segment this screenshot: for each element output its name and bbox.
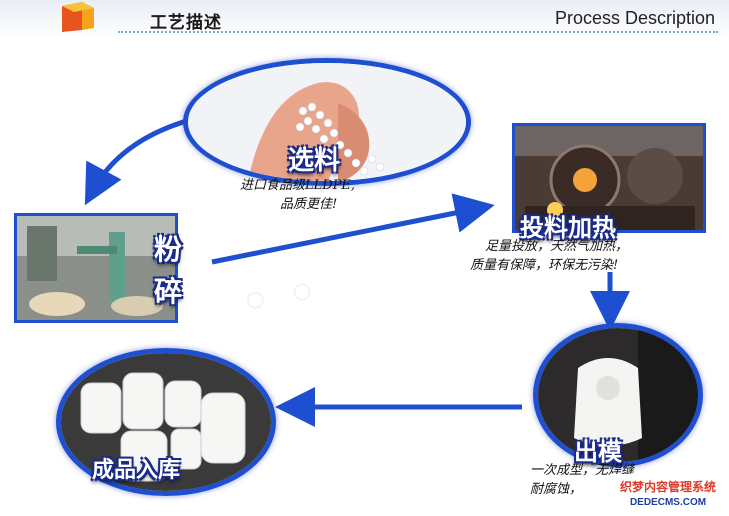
step-crush-title-1: 粉 [154, 233, 183, 266]
step-demold-title: 出模 [574, 438, 622, 466]
step-demold-photo [533, 323, 703, 467]
header-subtitle: Process Description [554, 8, 715, 28]
header-divider [118, 31, 718, 33]
plastic-pellets-hand-image [188, 63, 466, 181]
step-crush-photo [14, 213, 178, 323]
step-heat-desc-1: 足量投放，天然气加热， [485, 239, 629, 254]
watermark-line-2: DEDECMS.COM [629, 497, 707, 508]
watermark-stamp: 织梦内容管理系统 DEDECMS.COM [614, 474, 722, 512]
watermark-line-1: 织梦内容管理系统 [619, 480, 716, 494]
step-select-material-desc-1: 进口食品级LLDPE, [240, 178, 356, 193]
step-select-material-desc-2: 品质更佳! [280, 197, 338, 212]
header-bar: 工艺描述 Process Description [0, 0, 729, 38]
crushing-machine-image [17, 216, 175, 320]
rotational-molding-furnace-image [515, 126, 703, 230]
step-demold-desc-1: 一次成型，无焊缝 [530, 463, 635, 478]
arrow-crush-to-heat [211, 193, 495, 265]
step-select-material-title: 选料 [288, 146, 341, 176]
demolded-tank-image [538, 328, 698, 462]
step-crush-title-2: 碎 [154, 275, 183, 308]
cube-logo-icon [62, 2, 94, 32]
step-select-material-photo [183, 58, 471, 186]
step-demold-desc-2: 耐腐蚀， [530, 482, 583, 497]
finished-tanks-image [61, 353, 271, 491]
step-heat-photo [512, 123, 706, 233]
header-title: 工艺描述 [150, 13, 222, 33]
step-heat-title: 投料加热 [520, 214, 616, 242]
step-heat-desc-2: 质量有保障，环保无污染! [470, 258, 619, 273]
step-storage-photo [56, 348, 276, 496]
step-storage-title: 成品入库 [92, 458, 181, 483]
arrow-select-to-crush [84, 117, 191, 206]
